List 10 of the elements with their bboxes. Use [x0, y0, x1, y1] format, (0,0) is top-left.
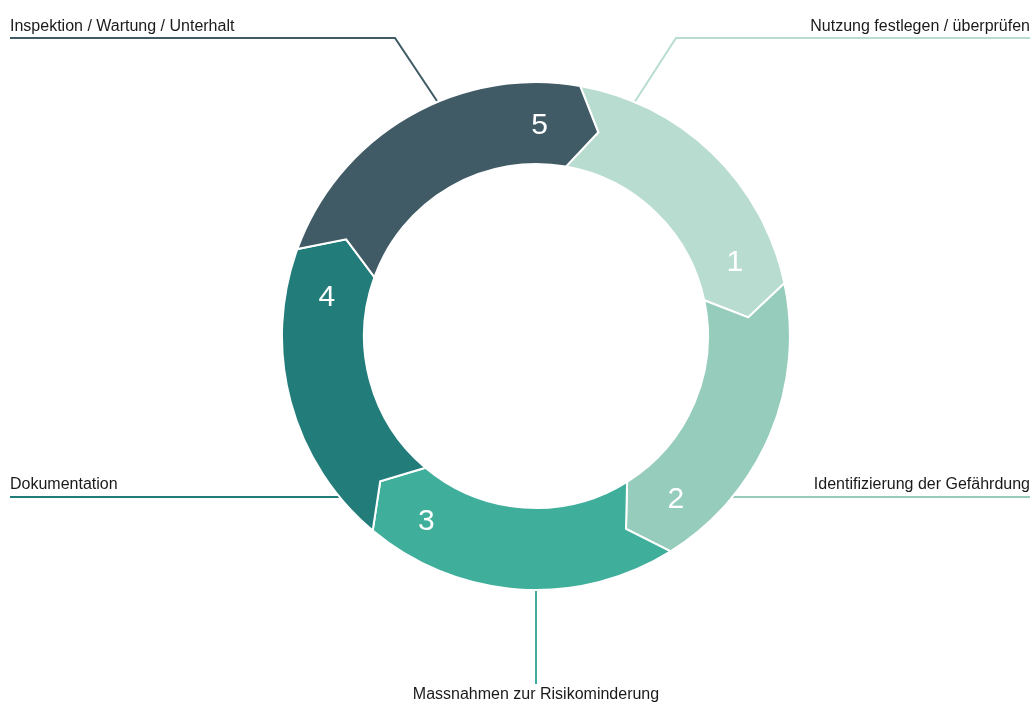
- ring-segment: 2: [625, 282, 791, 553]
- step-label: Identifizierung der Gefährdung: [813, 474, 1030, 494]
- leader-line: [633, 37, 1031, 104]
- step-label: Nutzung festlegen / überprüfen: [810, 16, 1030, 36]
- leader-line: [9, 37, 438, 102]
- step-label: Inspektion / Wartung / Unterhalt: [10, 16, 235, 36]
- leader-line: [535, 589, 537, 685]
- step-label: Dokumentation: [10, 474, 118, 494]
- ring-segment: 5: [296, 81, 600, 279]
- step-label: Massnahmen zur Risikominderung: [412, 684, 660, 704]
